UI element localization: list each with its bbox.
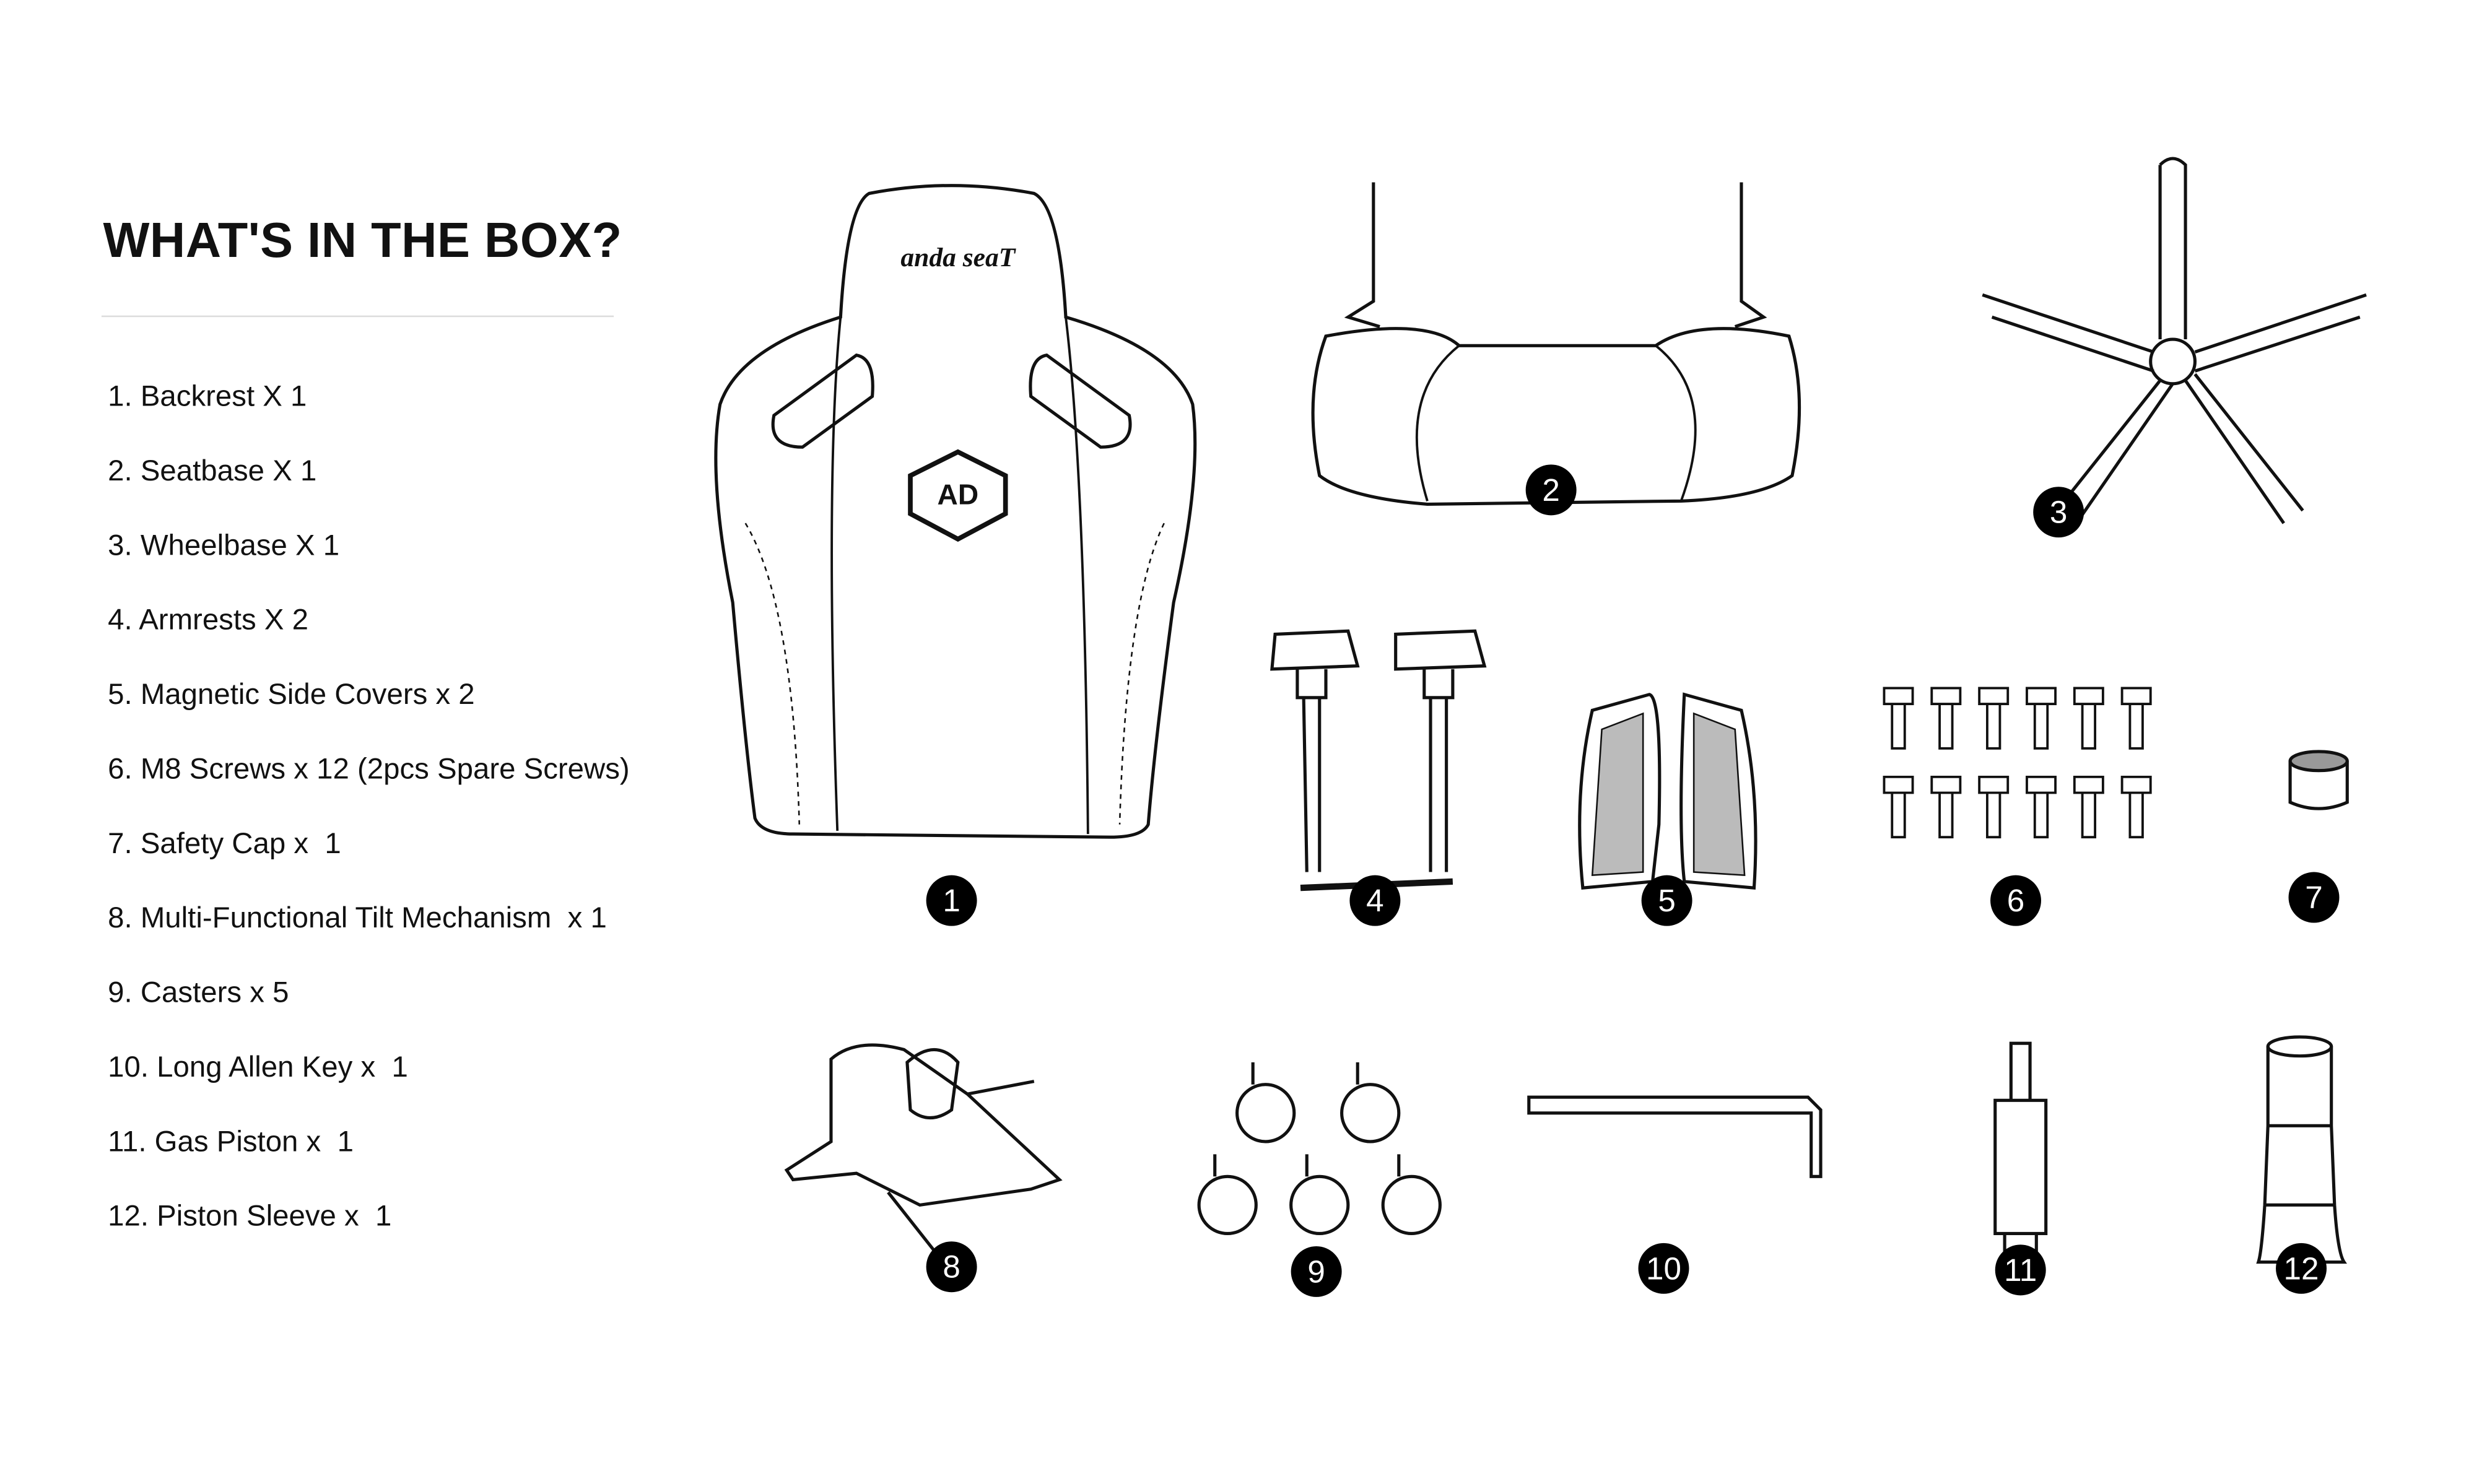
list-item: 5. Magnetic Side Covers x 2	[108, 677, 475, 711]
allen-key-illustration	[1527, 1095, 1823, 1178]
list-item: 2. Seatbase X 1	[108, 453, 317, 487]
svg-text:12: 12	[2284, 1251, 2319, 1286]
svg-text:5: 5	[1658, 883, 1676, 918]
badge-8: 8	[926, 1241, 977, 1293]
list-item: 3. Wheelbase X 1	[108, 527, 340, 562]
badge-2: 2	[1525, 464, 1577, 516]
svg-text:1: 1	[943, 883, 960, 918]
list-item: 11. Gas Piston x 1	[108, 1124, 354, 1158]
brand-logo: anda seaT	[900, 243, 1016, 272]
piston-sleeve-illustration	[2256, 1035, 2347, 1264]
svg-text:11: 11	[2004, 1252, 2037, 1288]
svg-text:8: 8	[943, 1249, 960, 1285]
badge-1: 1	[926, 875, 977, 926]
badge-11: 11	[1995, 1244, 2046, 1296]
svg-text:2: 2	[1542, 472, 1560, 508]
divider	[101, 315, 614, 318]
wheelbase-illustration	[1982, 157, 2367, 524]
list-item: 10. Long Allen Key x 1	[108, 1049, 408, 1083]
gas-piston-illustration	[1993, 1041, 2048, 1261]
list-item: 1. Backrest X 1	[108, 379, 307, 412]
screws-illustration	[1883, 687, 2152, 839]
list-item: 8. Multi-Functional Tilt Mechanism x 1	[108, 900, 607, 934]
backrest-illustration: AD anda seaT	[714, 184, 1197, 839]
badge-5: 5	[1641, 875, 1692, 926]
armrests-illustration	[1270, 629, 1487, 892]
svg-text:6: 6	[2007, 883, 2024, 918]
page-title: WHAT'S IN THE BOX?	[103, 212, 622, 268]
svg-text:3: 3	[2050, 495, 2067, 530]
list-item: 9. Casters x 5	[108, 975, 289, 1009]
list-item: 7. Safety Cap x 1	[108, 826, 341, 860]
svg-text:10: 10	[1646, 1251, 1681, 1286]
list-item: 12. Piston Sleeve x 1	[108, 1199, 392, 1232]
side-covers-illustration	[1578, 692, 1757, 890]
casters-illustration	[1197, 1062, 1442, 1236]
svg-text:7: 7	[2305, 880, 2322, 915]
badge-10: 10	[1638, 1243, 1689, 1294]
tilt-mechanism-illustration	[784, 1043, 1063, 1254]
list-item: 4. Armrests X 2	[108, 602, 309, 636]
safety-cap-illustration	[2288, 750, 2349, 810]
badge-9: 9	[1291, 1246, 1342, 1297]
logo-mark-ad: AD	[938, 478, 979, 510]
svg-text:4: 4	[1366, 883, 1384, 918]
list-item: 6. M8 Screws x 12 (2pcs Spare Screws)	[108, 751, 630, 785]
seatbase-illustration	[1311, 182, 1801, 506]
svg-text:9: 9	[1307, 1254, 1325, 1289]
parts-list: 1. Backrest X 1 2. Seatbase X 1 3. Wheel…	[108, 378, 630, 1272]
badge-6: 6	[1990, 875, 2042, 926]
badge-3: 3	[2033, 487, 2084, 538]
badge-4: 4	[1349, 875, 1401, 926]
badge-12: 12	[2276, 1243, 2327, 1294]
badge-7: 7	[2288, 872, 2340, 923]
